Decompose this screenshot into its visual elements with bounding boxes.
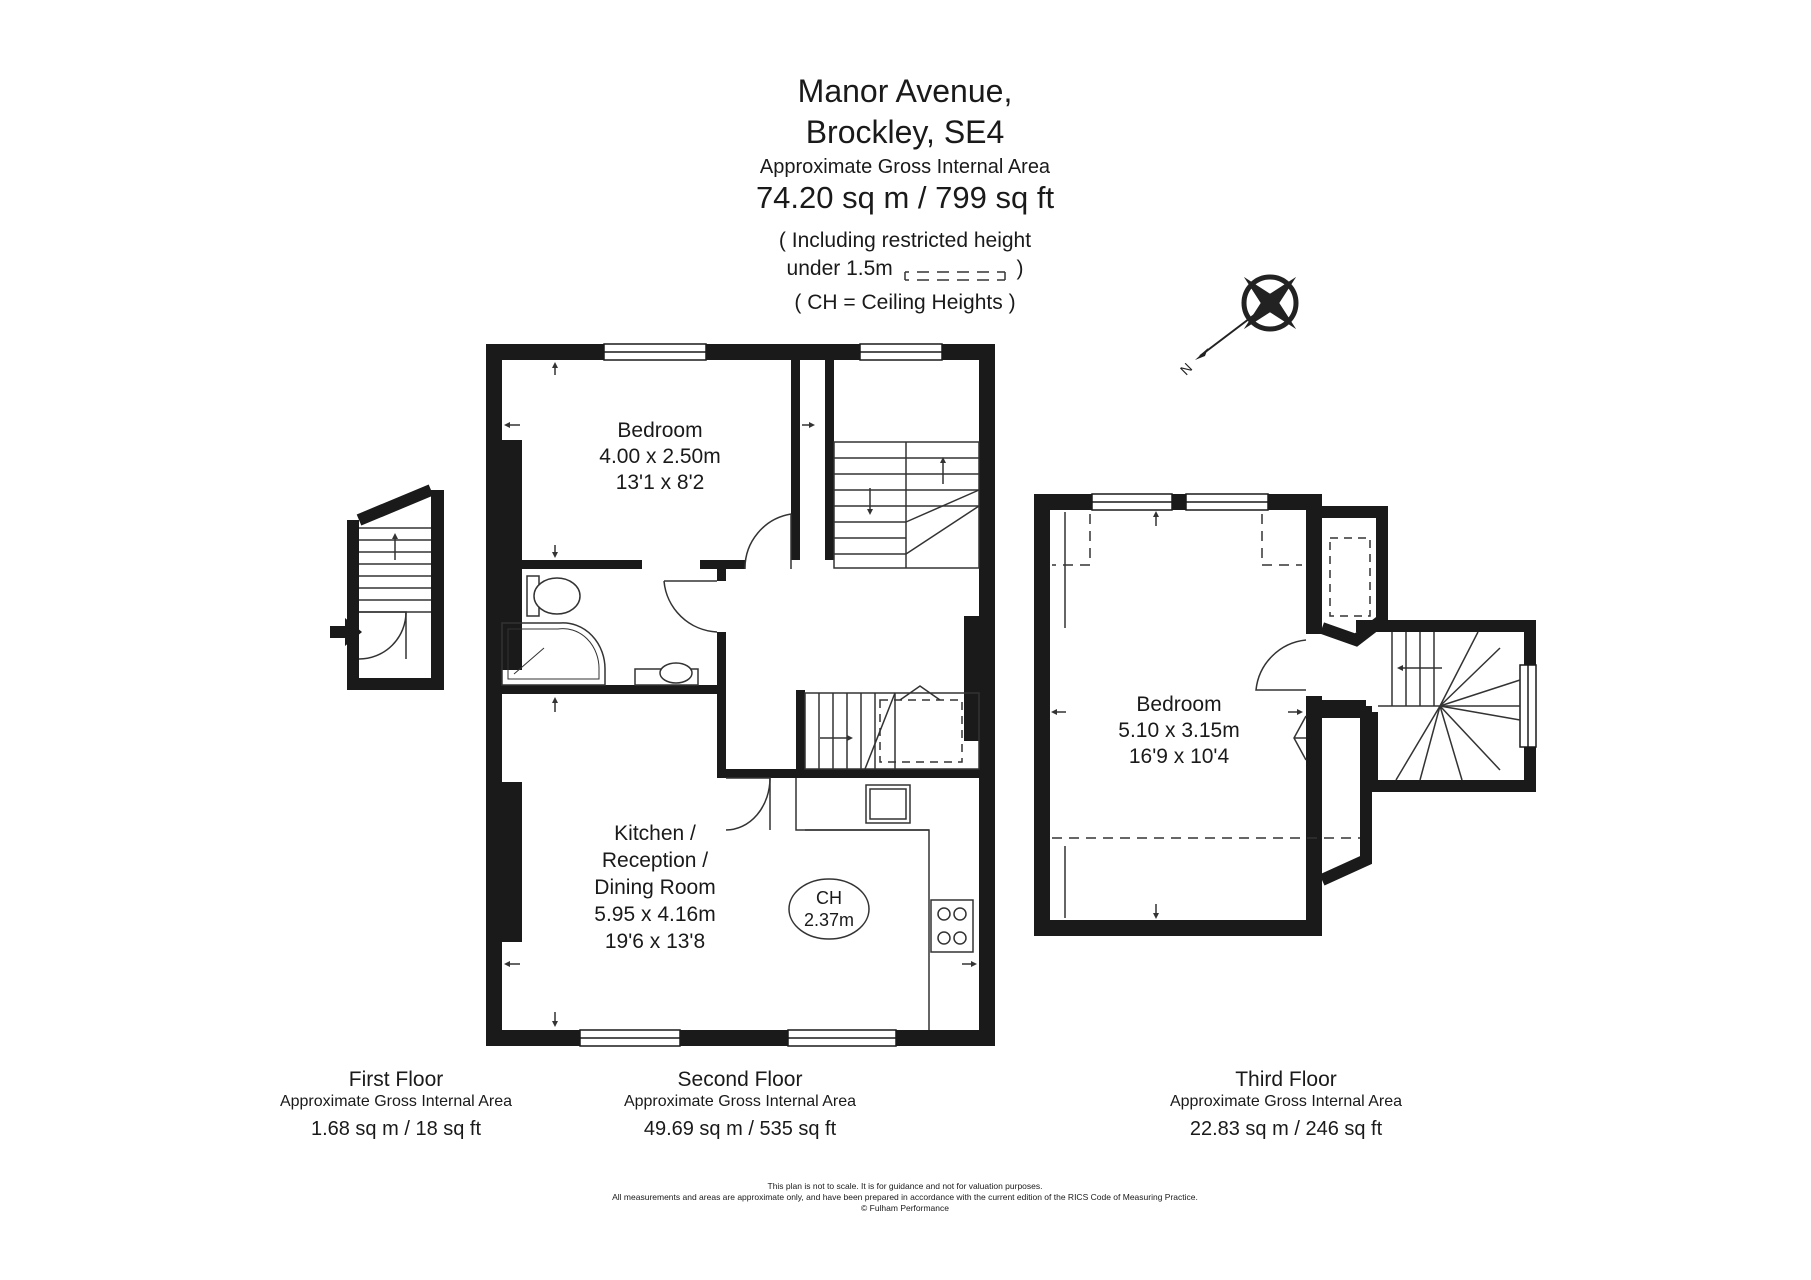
- room-label-bedroom-third: Bedroom 5.10 x 3.15m 16'9 x 10'4: [1079, 692, 1279, 770]
- room-name-line2: Reception /: [601, 849, 709, 872]
- floor-area-value: 22.83 sq m / 246 sq ft: [1189, 1118, 1383, 1140]
- restricted-height-text: under 1.5m: [786, 257, 893, 280]
- first-floor-plan: [330, 484, 444, 690]
- ceiling-height-code: CH: [816, 888, 842, 908]
- disclaimer: This plan is not to scale. It is for gui…: [405, 1181, 1405, 1214]
- property-title-line2: Brockley, SE4: [805, 114, 1005, 150]
- second-floor-plan: [486, 343, 995, 1047]
- floor-area-caption: Approximate Gross Internal Area: [279, 1093, 513, 1110]
- ceiling-height-value: 2.37m: [803, 910, 855, 930]
- disclaimer-line2: All measurements and areas are approxima…: [612, 1192, 1198, 1202]
- floor-area-caption: Approximate Gross Internal Area: [623, 1093, 857, 1110]
- room-dimensions-imperial: 19'6 x 13'8: [604, 930, 706, 953]
- disclaimer-line1: This plan is not to scale. It is for gui…: [767, 1181, 1043, 1191]
- floor-area-value: 1.68 sq m / 18 sq ft: [310, 1118, 482, 1140]
- disclaimer-copyright: © Fulham Performance: [861, 1203, 949, 1213]
- room-dimensions-metric: 4.00 x 2.50m: [599, 445, 721, 468]
- floor-caption-third: Third Floor Approximate Gross Internal A…: [1136, 1068, 1436, 1142]
- total-area-caption: Approximate Gross Internal Area: [759, 156, 1051, 178]
- room-dimensions-imperial: 16'9 x 10'4: [1128, 745, 1230, 768]
- ceiling-height-badge: [788, 878, 870, 940]
- entrance-arrow-icon: [330, 618, 362, 646]
- floor-caption-first: First Floor Approximate Gross Internal A…: [246, 1068, 546, 1142]
- third-floor-plan: [1034, 493, 1537, 936]
- room-label-bedroom-second: Bedroom 4.00 x 2.50m 13'1 x 8'2: [560, 418, 760, 496]
- total-area-value: 74.20 sq m / 799 sq ft: [755, 180, 1055, 215]
- room-name: Bedroom: [1136, 693, 1222, 716]
- floor-name: First Floor: [348, 1068, 444, 1091]
- property-title-line1: Manor Avenue,: [797, 73, 1013, 109]
- room-label-kitchen: Kitchen / Reception / Dining Room 5.95 x…: [555, 820, 755, 955]
- ceiling-height-note: ( CH = Ceiling Heights ): [794, 291, 1016, 314]
- restricted-height-note: ( Including restricted height: [778, 229, 1032, 252]
- room-name: Bedroom: [617, 419, 703, 442]
- floor-name: Second Floor: [677, 1068, 803, 1091]
- ceiling-height-label: CH 2.37m: [789, 887, 869, 931]
- floor-area-caption: Approximate Gross Internal Area: [1169, 1093, 1403, 1110]
- room-name-line1: Kitchen /: [614, 822, 696, 845]
- floor-area-value: 49.69 sq m / 535 sq ft: [643, 1118, 837, 1140]
- restricted-height-legend-icon: [901, 262, 1009, 282]
- room-dimensions-metric: 5.10 x 3.15m: [1118, 719, 1240, 742]
- floor-name: Third Floor: [1235, 1068, 1337, 1091]
- restricted-height-note-2: under 1.5m ): [655, 254, 1155, 284]
- room-name-line3: Dining Room: [594, 876, 716, 899]
- compass-rose-icon: [1195, 274, 1299, 360]
- room-dimensions-imperial: 13'1 x 8'2: [615, 471, 705, 494]
- floor-caption-second: Second Floor Approximate Gross Internal …: [590, 1068, 890, 1142]
- restricted-height-close: ): [1016, 257, 1024, 280]
- compass-north-label: N: [1177, 360, 1195, 378]
- room-dimensions-metric: 5.95 x 4.16m: [594, 903, 716, 926]
